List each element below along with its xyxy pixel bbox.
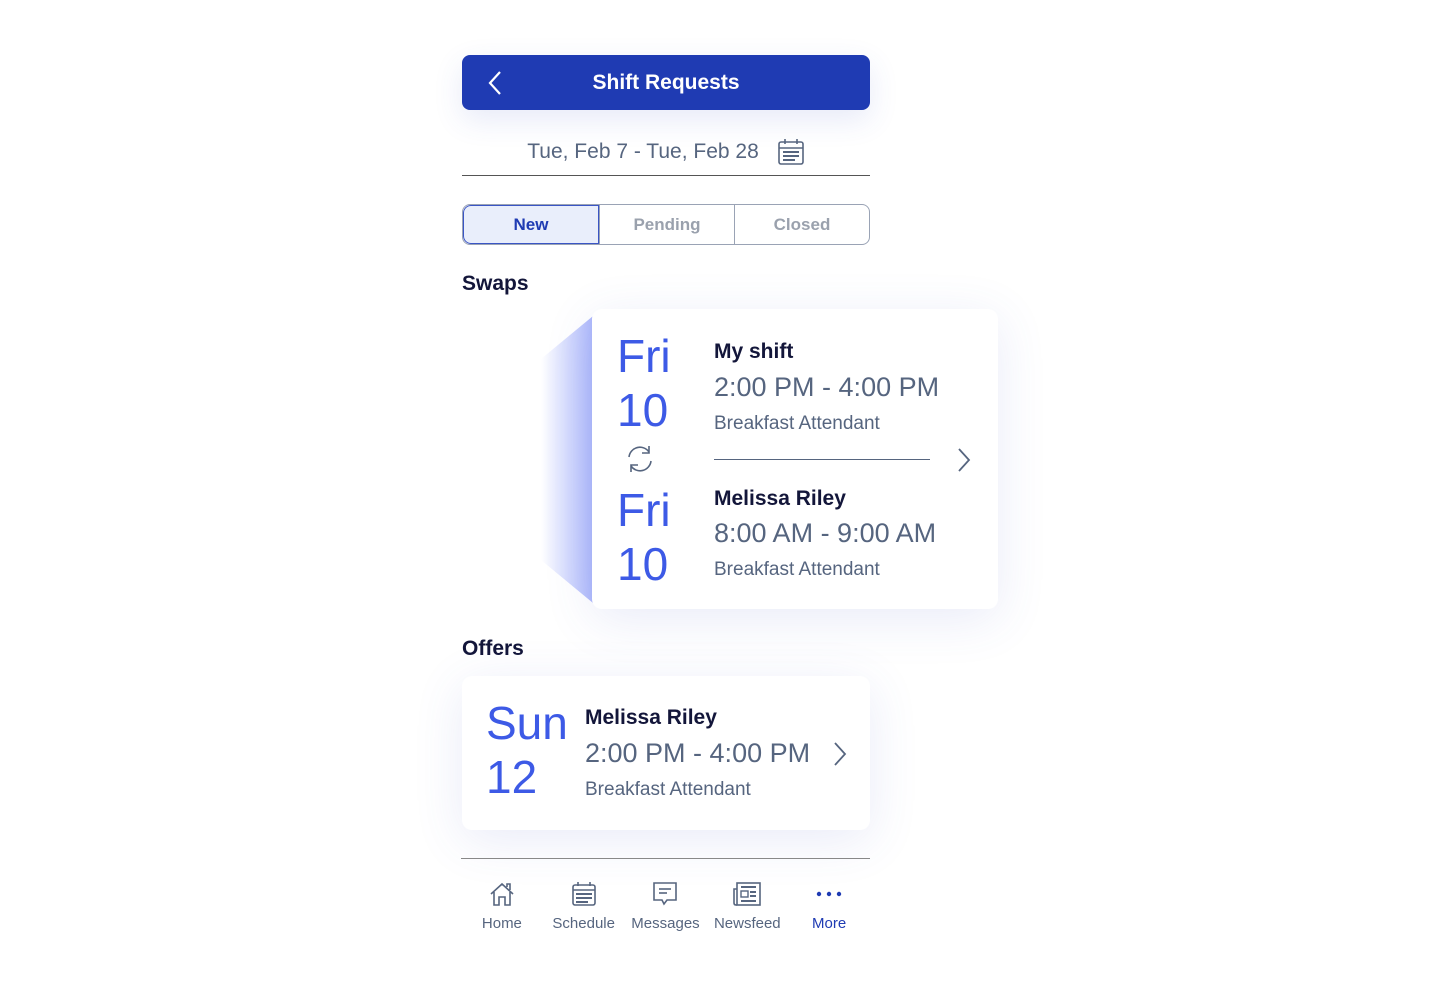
nav-label: Messages — [631, 915, 700, 932]
tab-new[interactable]: New — [463, 205, 599, 244]
nav-label: Newsfeed — [713, 915, 781, 932]
swap-top-name: My shift — [714, 340, 794, 363]
swap-top-day: Fri — [617, 330, 671, 382]
nav-label: Home — [481, 915, 522, 932]
newspaper-icon — [733, 882, 762, 906]
nav-messages[interactable]: Messages — [625, 881, 707, 948]
bottom-nav: Home Schedule Messages Newsfeed More — [461, 858, 870, 948]
swap-bottom-day: Fri — [617, 484, 671, 536]
home-icon — [490, 882, 514, 906]
swap-bottom-role: Breakfast Attendant — [714, 559, 880, 580]
offer-day: Sun — [486, 697, 568, 749]
nav-schedule[interactable]: Schedule — [543, 881, 625, 948]
page-title: Shift Requests — [592, 70, 740, 94]
offer-card[interactable]: Sun 12 Melissa Riley 2:00 PM - 4:00 PM B… — [462, 676, 870, 830]
swap-top-time: 2:00 PM - 4:00 PM — [714, 372, 940, 402]
offer-name: Melissa Riley — [585, 706, 717, 729]
offer-time: 2:00 PM - 4:00 PM — [585, 738, 811, 768]
offer-role: Breakfast Attendant — [585, 779, 751, 800]
date-range-picker[interactable]: Tue, Feb 7 - Tue, Feb 28 — [462, 128, 870, 176]
swap-bottom-time: 8:00 AM - 9:00 AM — [714, 518, 937, 548]
offers-heading: Offers — [462, 637, 524, 660]
nav-more[interactable]: More — [788, 881, 870, 948]
divider — [714, 459, 930, 460]
swap-icon — [628, 446, 652, 472]
swap-bottom-date: 10 — [617, 538, 669, 590]
nav-home[interactable]: Home — [461, 881, 543, 948]
card-stack-decoration — [541, 316, 593, 603]
calendar-icon[interactable] — [777, 138, 805, 166]
nav-newsfeed[interactable]: Newsfeed — [706, 881, 788, 948]
swap-bottom-name: Melissa Riley — [714, 487, 846, 510]
calendar-icon — [571, 882, 596, 906]
status-tabs: New Pending Closed — [462, 204, 870, 245]
swap-card[interactable]: Fri 10 Fri 10 My shift 2:00 PM - 4:00 PM… — [592, 309, 998, 609]
tab-pending[interactable]: Pending — [599, 205, 734, 244]
message-icon — [653, 882, 678, 906]
nav-label: More — [811, 915, 847, 932]
nav-label: Schedule — [552, 915, 615, 932]
offer-date: 12 — [486, 751, 538, 803]
swap-top-date: 10 — [617, 384, 669, 436]
chevron-right-icon[interactable] — [832, 741, 848, 767]
more-icon — [816, 891, 842, 897]
date-range-label: Tue, Feb 7 - Tue, Feb 28 — [527, 139, 759, 163]
app-header: Shift Requests — [462, 55, 870, 110]
chevron-right-icon[interactable] — [956, 447, 972, 473]
tab-closed[interactable]: Closed — [734, 205, 869, 244]
swap-top-role: Breakfast Attendant — [714, 413, 880, 434]
swaps-heading: Swaps — [462, 272, 529, 295]
chevron-left-icon[interactable] — [484, 69, 508, 97]
